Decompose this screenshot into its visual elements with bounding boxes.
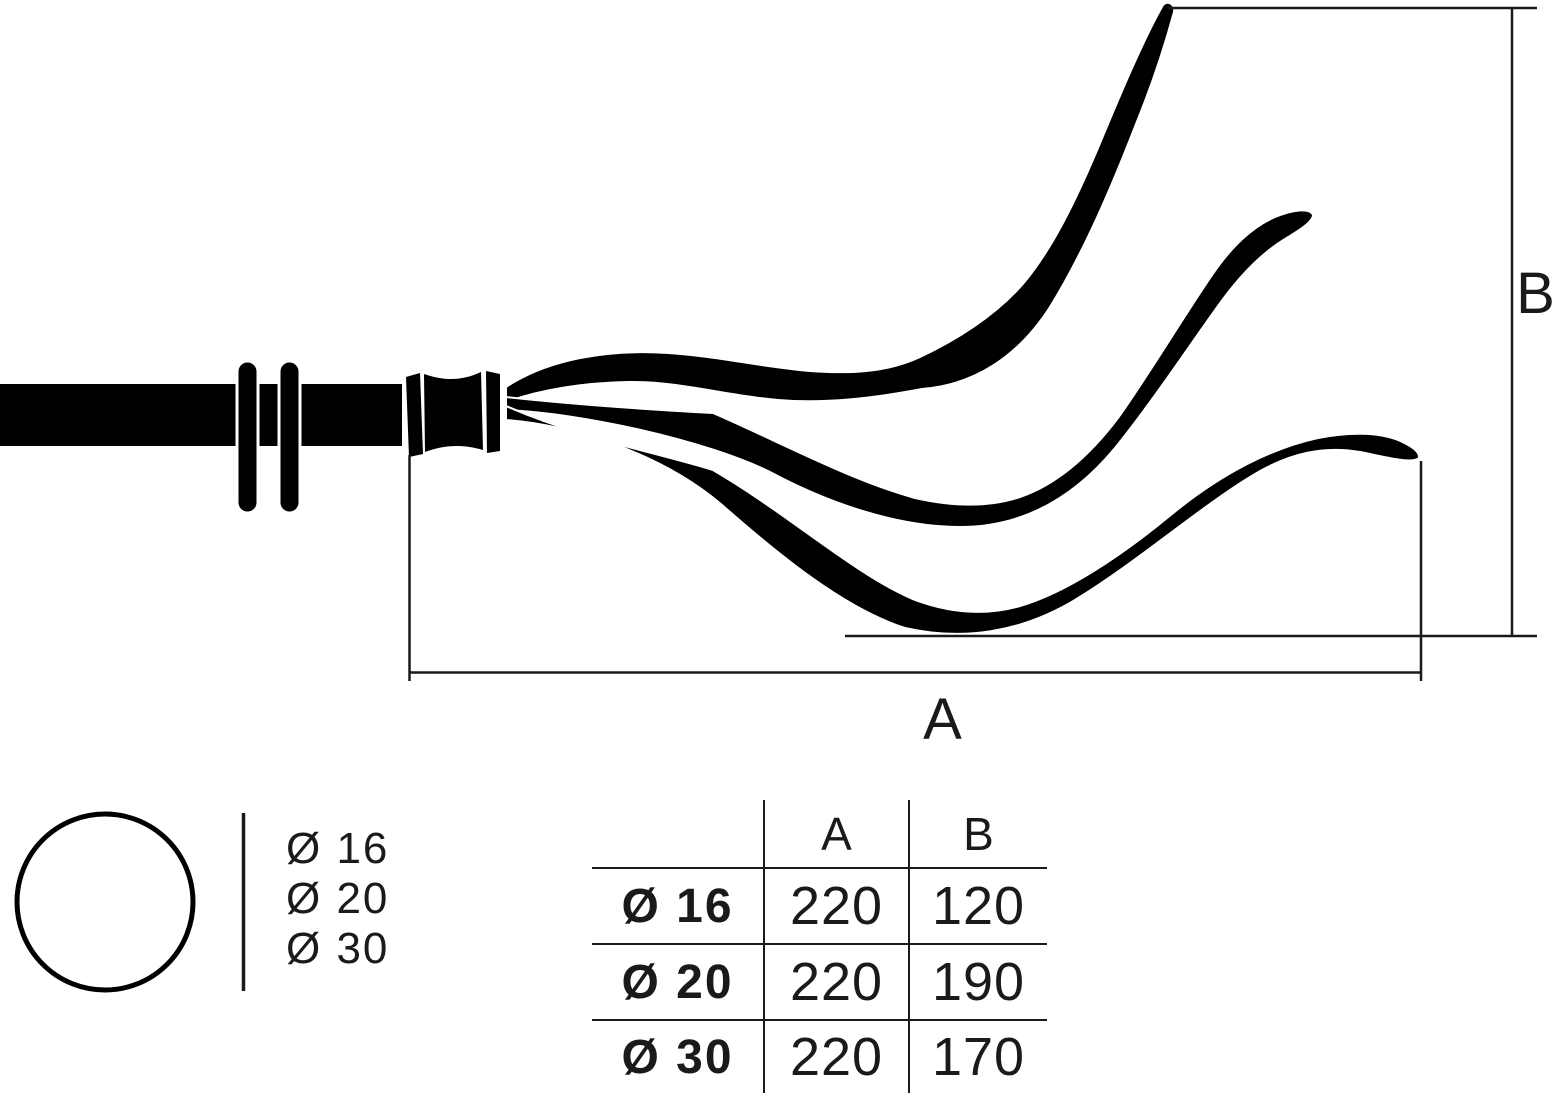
flame-ribbon-top: [505, 1, 1176, 404]
table-row-dia-30-a: 220: [763, 1019, 908, 1093]
legend-item-dia-30: Ø 30: [286, 924, 390, 973]
collar-body: [424, 372, 483, 452]
table-row-dia-20-a: 220: [763, 943, 908, 1019]
table-row-dia-16-b: 120: [908, 867, 1047, 943]
table-row-dia-30-b: 170: [908, 1019, 1047, 1093]
legend-item-dia-20: Ø 20: [286, 874, 390, 923]
dimensions-table: A B Ø 16 220 120 Ø 20 220 190 Ø 30 220 1…: [592, 800, 1047, 1093]
flame-ribbon-middle: [505, 209, 1315, 529]
table-corner-cell: [592, 800, 763, 867]
legend-cross-section-circle: [14, 811, 196, 993]
table-header-a: A: [763, 800, 908, 867]
table-header-b: B: [908, 800, 1047, 867]
dim-label-a: A: [923, 687, 963, 752]
legend-item-dia-16: Ø 16: [286, 824, 390, 873]
table-row-dia-20-label: Ø 20: [592, 943, 763, 1019]
curtain-ring-left: [235, 359, 260, 515]
table-row-dia-16-label: Ø 16: [592, 867, 763, 943]
curtain-ring-right: [277, 359, 302, 515]
table-row-dia-30-label: Ø 30: [592, 1019, 763, 1093]
table-row-dia-16-a: 220: [763, 867, 908, 943]
curtain-rod: [0, 384, 402, 446]
collar-segment-left: [406, 373, 423, 457]
diameter-legend: Ø 16 Ø 20 Ø 30: [286, 824, 389, 974]
table-row-dia-20-b: 190: [908, 943, 1047, 1019]
collar-segment-right: [486, 371, 500, 453]
dim-label-b: B: [1516, 261, 1556, 326]
flame-ribbon-bottom: [505, 404, 1421, 635]
